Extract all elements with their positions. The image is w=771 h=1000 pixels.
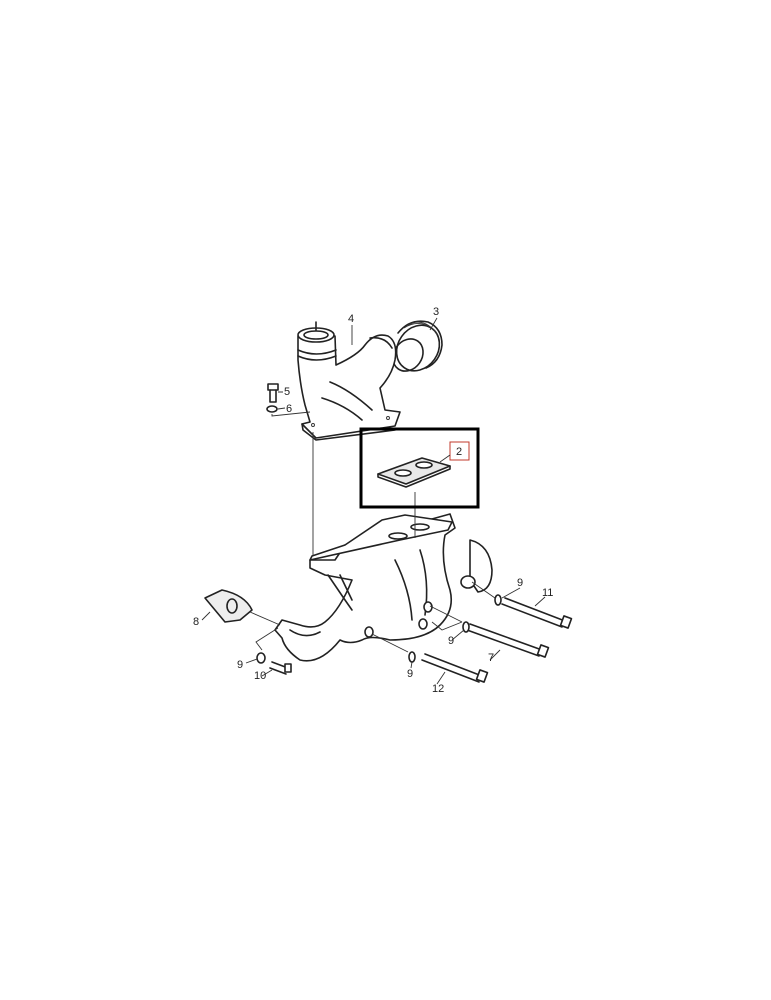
part-12-bolt[interactable] — [421, 653, 489, 683]
callout-9[interactable]: 9 — [517, 577, 523, 589]
part-4-exhaust-elbow[interactable] — [297, 321, 401, 441]
callout-12[interactable]: 12 — [432, 683, 444, 695]
selected-part-highlight-box — [359, 427, 480, 509]
part-10-bolt[interactable] — [269, 661, 292, 675]
callout-leaders — [201, 317, 546, 685]
callout-7[interactable]: 7 — [488, 652, 494, 664]
callout-9[interactable]: 9 — [237, 659, 243, 671]
callout-2[interactable]: 2 — [456, 446, 462, 458]
part-8-flange-gasket[interactable] — [204, 589, 253, 623]
part-2-gasket[interactable] — [377, 457, 451, 488]
callout-9[interactable]: 9 — [407, 668, 413, 680]
part-5-bolt[interactable] — [267, 383, 279, 403]
callout-10[interactable]: 10 — [254, 670, 266, 682]
part-7-bolt[interactable] — [466, 623, 550, 658]
part-9-washers[interactable] — [256, 594, 502, 664]
callout-3[interactable]: 3 — [433, 306, 439, 318]
leader-lines — [255, 581, 496, 653]
part-1-exhaust-manifold[interactable] — [274, 513, 493, 662]
callout-8[interactable]: 8 — [193, 616, 199, 628]
leader-line — [271, 411, 311, 417]
callout-11[interactable]: 11 — [542, 587, 553, 599]
callout-4[interactable]: 4 — [348, 313, 354, 325]
part-11-bolt[interactable] — [501, 597, 573, 629]
selected-label-box — [449, 441, 470, 461]
part-3-hose-sleeve[interactable] — [387, 317, 448, 379]
part-6-washer[interactable] — [266, 405, 278, 413]
callout-5[interactable]: 5 — [284, 386, 290, 398]
assembly-guide-lines — [249, 432, 416, 626]
callout-9[interactable]: 9 — [448, 635, 454, 647]
callout-6[interactable]: 6 — [286, 403, 292, 415]
